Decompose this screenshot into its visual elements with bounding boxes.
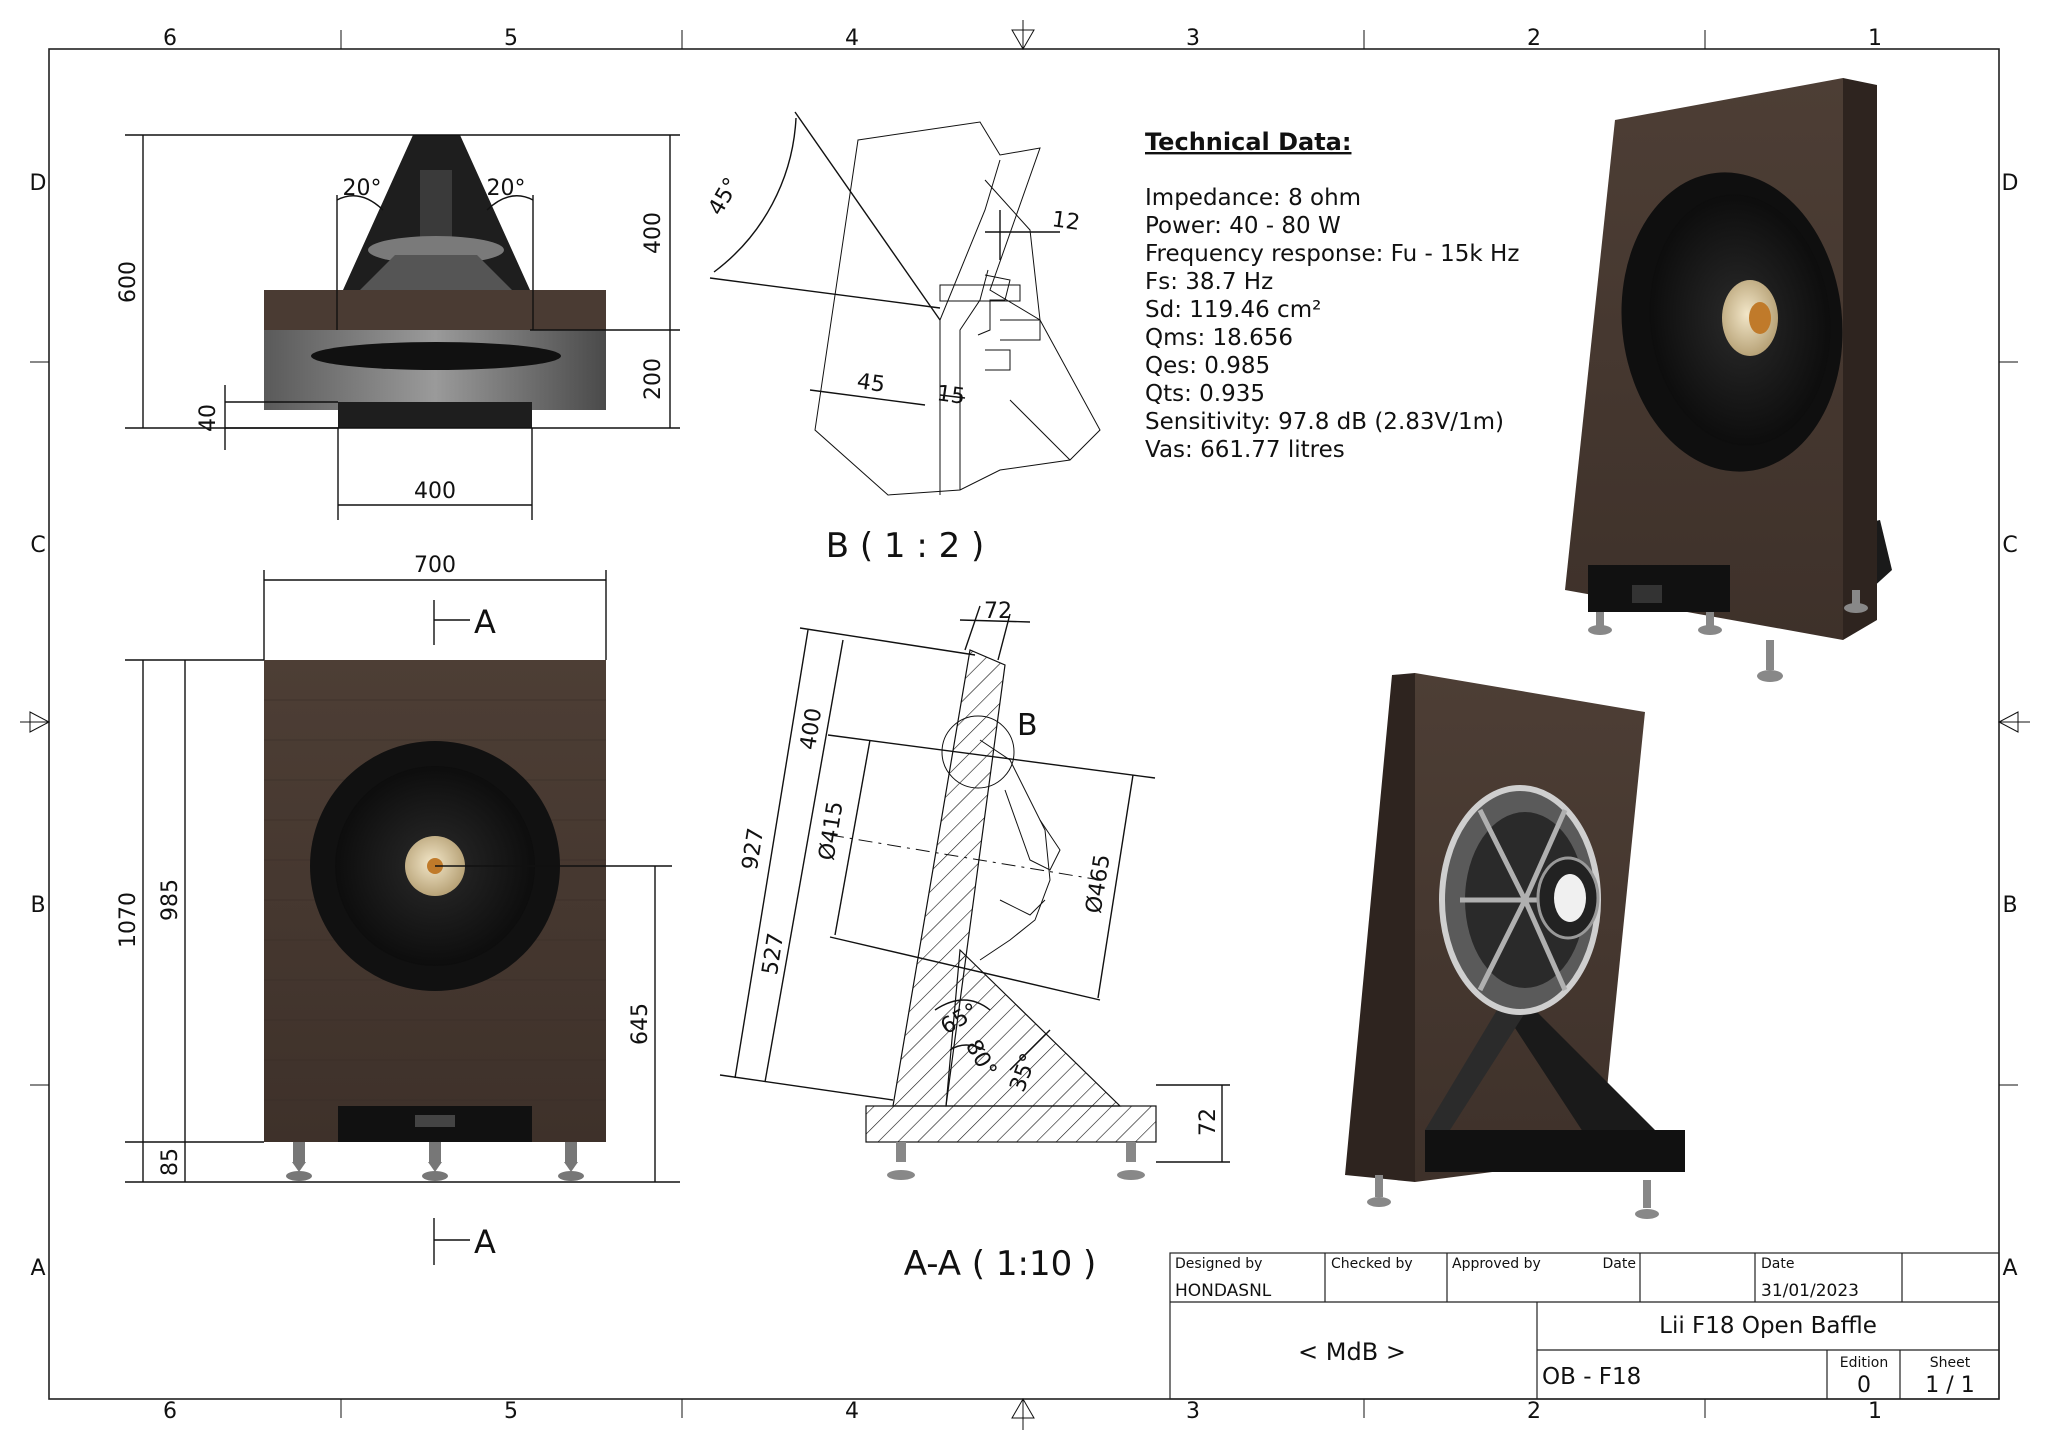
tech-line: Qts: 0.935: [1145, 381, 1265, 407]
column-label: 5: [504, 1399, 518, 1424]
date-label: Date: [1761, 1256, 1794, 1272]
row-label: A: [2002, 1256, 2017, 1281]
angle-label: 45°: [704, 174, 745, 220]
dim-label: 400: [641, 212, 666, 254]
tech-line: Power: 40 - 80 W: [1145, 213, 1341, 239]
tech-line: Sensitivity: 97.8 dB (2.83V/1m): [1145, 409, 1504, 435]
date-label: Date: [1603, 1256, 1636, 1272]
row-label: D: [30, 171, 47, 196]
row-label: B: [2002, 893, 2017, 918]
title-block: Designed by HONDASNL Checked by Approved…: [1169, 1252, 2000, 1400]
render-front-perspective: [1565, 78, 1892, 682]
tech-line: Impedance: 8 ohm: [1145, 185, 1361, 211]
section-marker: A: [474, 603, 496, 641]
dim-label: 645: [628, 1003, 653, 1045]
tech-line: Vas: 661.77 litres: [1145, 437, 1345, 463]
column-label: 4: [845, 26, 859, 51]
drawing-border: 6 5 4 3 2 1 6 5 4 3 2 1 D C B A D C B A: [20, 20, 2030, 1430]
row-label: C: [30, 533, 45, 558]
dim-label: 12: [1050, 207, 1081, 236]
dim-label: 72: [984, 599, 1012, 624]
angle-label: 20°: [487, 176, 526, 201]
row-label: D: [2002, 171, 2019, 196]
front-view: 700 1070 985 645 85 A A: [116, 553, 680, 1265]
designed-by-value: HONDASNL: [1175, 1281, 1272, 1301]
angle-label: 20°: [343, 176, 382, 201]
render-rear-perspective: [1345, 673, 1685, 1219]
row-label: A: [30, 1256, 45, 1281]
dim-label: 1070: [116, 892, 141, 948]
dim-label: 400: [796, 706, 827, 751]
dim-label: 985: [158, 879, 183, 921]
column-label: 4: [845, 1399, 859, 1424]
dim-label: Ø465: [1082, 853, 1116, 915]
column-label: 3: [1186, 1399, 1200, 1424]
row-label: C: [2002, 533, 2017, 558]
column-label: 2: [1527, 1399, 1541, 1424]
dim-label: 15: [935, 381, 966, 410]
drawing-title: Lii F18 Open Baffle: [1659, 1313, 1877, 1339]
column-label: 6: [163, 1399, 177, 1424]
column-label: 1: [1868, 26, 1882, 51]
technical-data-title: Technical Data:: [1145, 128, 1351, 156]
row-label: B: [30, 893, 45, 918]
dim-label: 700: [414, 553, 456, 578]
dim-label: 927: [738, 826, 769, 871]
checked-by-label: Checked by: [1331, 1256, 1413, 1272]
dim-label: 600: [116, 261, 141, 303]
dim-label: Ø415: [815, 800, 849, 862]
dim-label: 200: [641, 358, 666, 400]
view-caption: B ( 1 : 2 ): [826, 526, 985, 566]
column-label: 1: [1868, 1399, 1882, 1424]
approved-by-label: Approved by: [1452, 1256, 1541, 1272]
section-aa-view: 72 400 927 527 Ø415 Ø465 72 65° 80° 35° …: [719, 599, 1230, 1284]
company-name: < MdB >: [1298, 1338, 1406, 1366]
sheet-value: 1 / 1: [1925, 1373, 1974, 1398]
dim-label: 72: [1196, 1108, 1221, 1136]
column-label: 6: [163, 26, 177, 51]
top-view: 600 400 200 40 400 20° 20°: [116, 134, 680, 520]
column-label: 3: [1186, 26, 1200, 51]
edition-value: 0: [1857, 1373, 1871, 1398]
technical-data-block: Technical Data: Impedance: 8 ohm Power: …: [1145, 128, 1519, 463]
date-value: 31/01/2023: [1761, 1281, 1859, 1301]
tech-line: Qes: 0.985: [1145, 353, 1270, 379]
column-label: 2: [1527, 26, 1541, 51]
designed-by-label: Designed by: [1175, 1256, 1262, 1272]
section-marker: A: [474, 1223, 496, 1261]
column-label: 5: [504, 26, 518, 51]
dim-label: 45: [855, 369, 886, 398]
detail-marker: B: [1017, 708, 1038, 743]
dim-label: 40: [196, 404, 221, 432]
sheet-label: Sheet: [1930, 1355, 1971, 1371]
view-caption: A-A ( 1:10 ): [904, 1244, 1097, 1284]
detail-b-view: 45° 12 45 15 B ( 1 : 2 ): [704, 111, 1101, 566]
drawing-number: OB - F18: [1542, 1364, 1641, 1390]
dim-label: 400: [414, 479, 456, 504]
tech-line: Qms: 18.656: [1145, 325, 1293, 351]
tech-line: Frequency response: Fu - 15k Hz: [1145, 241, 1519, 267]
tech-line: Sd: 119.46 cm²: [1145, 297, 1321, 323]
dim-label: 85: [158, 1148, 183, 1176]
tech-line: Fs: 38.7 Hz: [1145, 269, 1273, 295]
edition-label: Edition: [1840, 1355, 1888, 1371]
